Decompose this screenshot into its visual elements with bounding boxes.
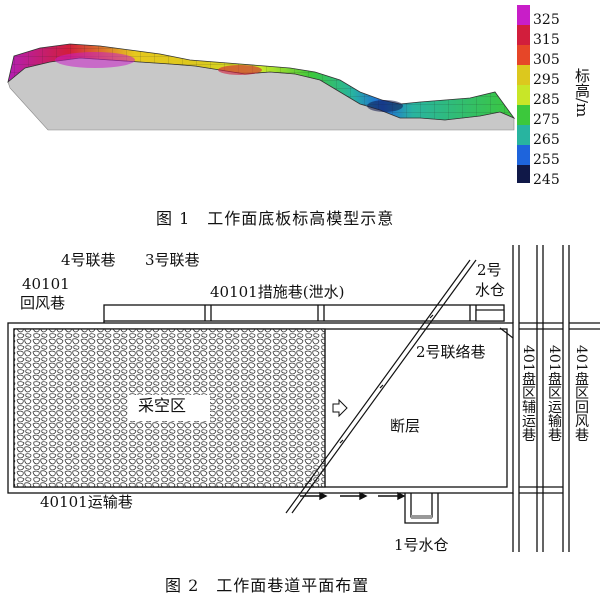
label-transport: 40101运输巷 (40, 493, 133, 511)
flow-arrow (332, 398, 348, 418)
label-sump1: 1号水仓 (394, 536, 449, 554)
scale-tick: 275 (533, 112, 560, 128)
scale-tick: 245 (533, 172, 560, 188)
figure1-caption: 图 1 工作面底板标高模型示意 (156, 209, 395, 228)
roadway-layout (7, 245, 600, 552)
water-arrows (300, 491, 406, 501)
scale-tick: 285 (533, 92, 560, 108)
scale-swatch-2 (517, 45, 530, 65)
label-contact2: 2号联络巷 (416, 343, 486, 361)
label-sump2-top: 2号 (477, 261, 502, 279)
elevation-model (7, 43, 516, 131)
panel-roadways (512, 245, 600, 552)
measure-roadway (103, 304, 505, 322)
scale-swatch-5 (517, 105, 530, 125)
fault-line (285, 259, 477, 514)
label-goaf: 采空区 (138, 396, 187, 415)
scale-swatch-0 (517, 5, 530, 25)
label-main-return: 401盘区回风巷 (573, 345, 589, 442)
label-return-top: 40101 (22, 275, 70, 293)
label-tunnel3: 3号联巷 (145, 251, 200, 269)
scale-tick: 255 (533, 152, 560, 168)
label-tunnel4: 4号联巷 (61, 251, 116, 269)
scale-swatch-1 (517, 25, 530, 45)
label-measure: 40101措施巷(泄水) (210, 283, 345, 301)
sump2-box (475, 309, 505, 322)
label-return-bottom: 回风巷 (20, 294, 66, 312)
goaf-label-box (128, 395, 210, 421)
scale-swatch-3 (517, 65, 530, 85)
scale-swatch-8 (517, 165, 530, 183)
scale-tick: 305 (533, 52, 560, 68)
label-sump2-bottom: 水仓 (475, 281, 506, 299)
scale-swatch-6 (517, 125, 530, 145)
scale-title: 标高/m (573, 68, 591, 118)
scale-tick: 315 (533, 32, 560, 48)
scale-swatch-4 (517, 85, 530, 105)
label-main-transport: 401盘区运输巷 (546, 345, 562, 442)
scale-tick: 295 (533, 72, 560, 88)
scale-tick: 325 (533, 12, 560, 28)
label-aux-roadway: 401盘区辅运巷 (520, 345, 536, 442)
scale-tick: 265 (533, 132, 560, 148)
scale-swatch-7 (517, 145, 530, 165)
label-fault: 断层 (390, 417, 421, 435)
contact-roadway-2 (499, 327, 514, 339)
figure2-caption: 图 2 工作面巷道平面布置 (165, 576, 370, 595)
